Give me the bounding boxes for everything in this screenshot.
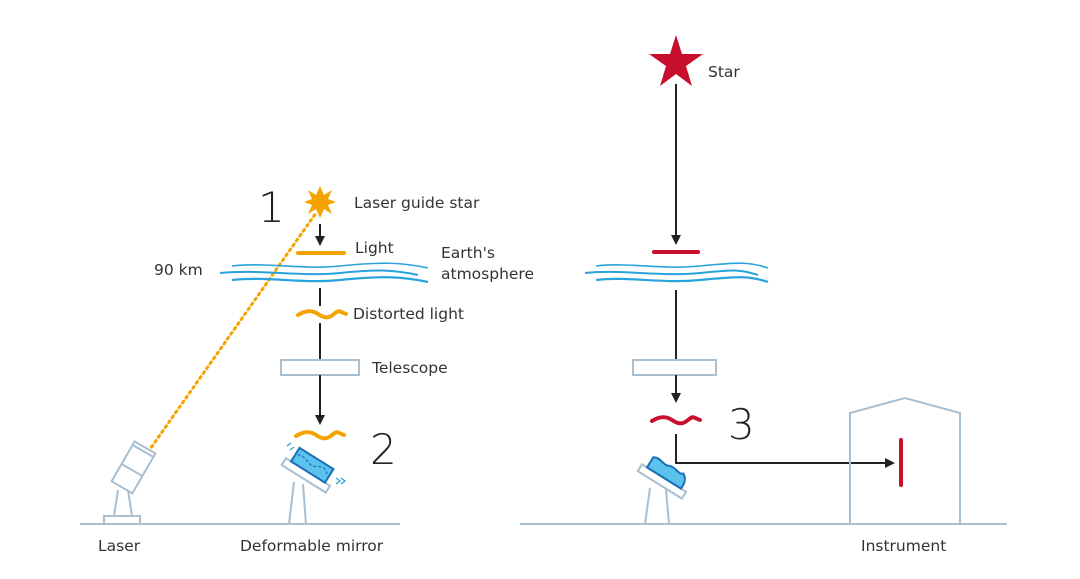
- label-atmosphere-line2: atmosphere: [441, 265, 534, 283]
- distorted-light-wave-icon: [296, 309, 348, 320]
- atmosphere-waves-icon: [219, 262, 429, 284]
- laser-guide-star-icon: [304, 186, 336, 218]
- step-number-1: 1: [258, 183, 285, 232]
- label-star: Star: [708, 63, 740, 81]
- label-altitude: 90 km: [154, 261, 203, 279]
- label-light: Light: [355, 239, 394, 257]
- atmosphere-waves-icon: [584, 262, 769, 284]
- label-laser: Laser: [98, 537, 141, 555]
- telescope-icon: [632, 359, 717, 376]
- star-icon: [649, 35, 703, 86]
- step-number-2: 2: [370, 425, 397, 474]
- step-number-3: 3: [728, 400, 755, 449]
- telescope-icon: [280, 359, 360, 376]
- corrected-mirror-icon: [636, 456, 688, 525]
- label-laser-guide-star: Laser guide star: [354, 194, 480, 212]
- label-distorted-light: Distorted light: [353, 305, 464, 323]
- laser-icon: [103, 440, 157, 525]
- label-deformable-mirror: Deformable mirror: [240, 537, 384, 555]
- label-telescope: Telescope: [371, 359, 448, 377]
- distorted-light-wave-icon: [294, 430, 346, 441]
- left-panel: 1 Laser guide star Light 90 km Earth's a…: [80, 183, 534, 555]
- label-instrument: Instrument: [861, 537, 946, 555]
- label-atmosphere-line1: Earth's: [441, 244, 495, 262]
- distorted-star-light-wave-icon: [650, 415, 702, 426]
- instrument-building-icon: [849, 396, 961, 524]
- laser-beam: [146, 211, 318, 454]
- right-panel: Star 3 Instrument: [520, 35, 1007, 555]
- arrow-to-instrument: [675, 434, 895, 468]
- deformable-mirror-icon: [280, 442, 347, 525]
